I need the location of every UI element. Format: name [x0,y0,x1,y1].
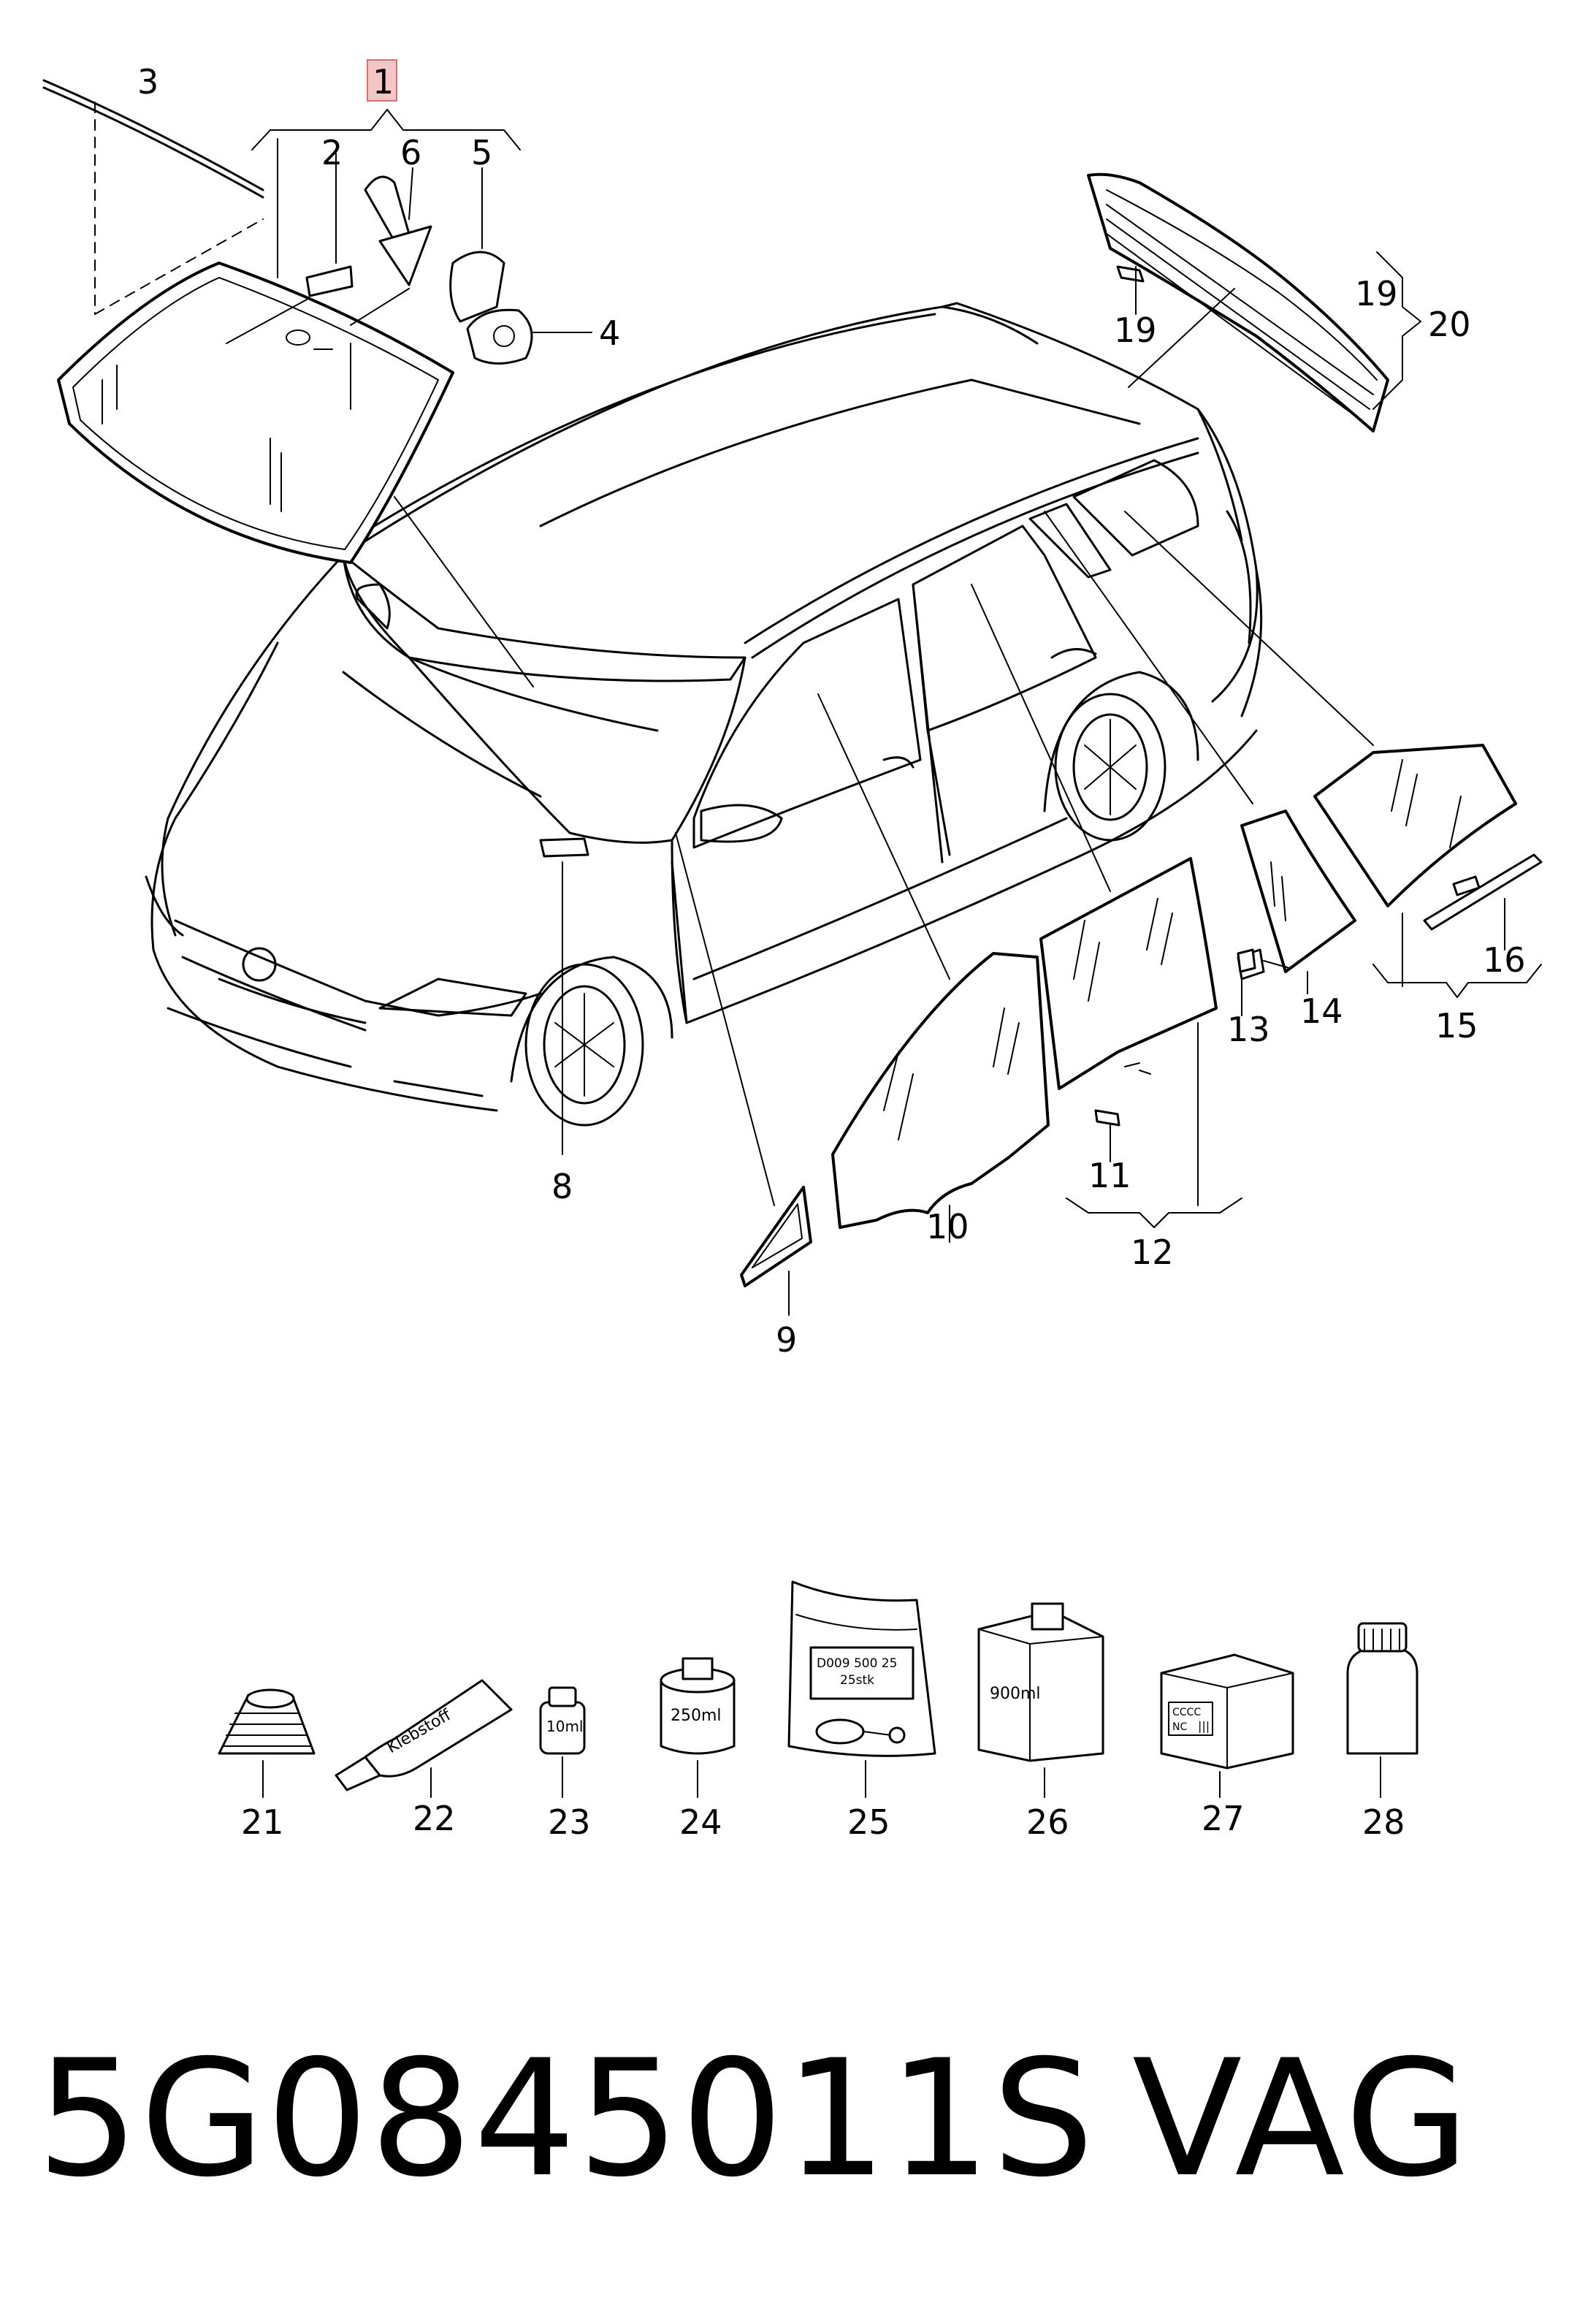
callout-3: 3 [137,62,159,102]
callout-28: 28 [1362,1802,1405,1842]
nozzle-part-21 [218,1688,316,1755]
callout-25: 25 [847,1802,890,1842]
box-27: CCCC NC ||| [1160,1653,1294,1770]
callout-19-bracket: 19 [1355,274,1398,313]
leader-quarter-vent [675,832,775,1206]
leader-rear-door [971,584,1111,892]
part-number: 5G0845011S [37,2025,1096,2212]
front-door-glass [831,952,1050,1229]
rear-quarter-glass [1237,810,1356,980]
callout-13: 13 [1227,1010,1270,1049]
windshield-seal-strip [42,79,264,315]
callout-23: 23 [548,1802,591,1842]
can-label: 250ml [671,1707,722,1725]
rear-side-fixed-glass [1313,744,1543,931]
bottle-label: 10ml [546,1718,584,1735]
leader-lines [788,266,1505,1316]
bracket-19-20 [1372,251,1421,410]
brand-name: VAG [1132,2025,1473,2212]
parts-bag-25: D009 500 25 25stk [787,1580,936,1757]
box-line1: CCCC [1172,1707,1201,1718]
box-line2: NC [1172,1721,1187,1733]
footer: 5G0845011S VAG [37,2031,1570,2206]
adhesive-tube-22: Klebstoff [335,1679,513,1791]
leader-rear-window [1128,288,1235,388]
callout-21: 21 [241,1802,284,1842]
bracket-12 [1066,1197,1242,1228]
callout-9: 9 [776,1320,797,1360]
callout-14: 14 [1300,991,1343,1031]
callout-10: 10 [926,1207,969,1246]
small-bottle-23: 10ml [539,1686,586,1755]
leader-side-fixed [1124,511,1374,746]
callout-6: 6 [400,133,421,172]
leader-front-door [817,693,950,980]
accessory-leaders [262,1756,1381,1798]
callout-5: 5 [471,133,492,172]
clip-part-13 [1237,948,1256,973]
callout-8: 8 [551,1167,573,1206]
callout-12: 12 [1131,1233,1174,1272]
rear-door-glass [1039,857,1218,1090]
callout-15: 15 [1435,1006,1478,1045]
callout-19-small: 19 [1114,311,1157,350]
rear-window [1087,172,1389,433]
callout-4: 4 [599,313,620,353]
leader-windshield [394,496,534,687]
can-24: 250ml [660,1657,736,1755]
callout-1: 1 [373,62,394,102]
callout-1-highlight [367,59,397,102]
leader-quarter-glass [1044,511,1253,804]
callout-numbers: 1 2 3 4 5 6 8 9 10 11 12 13 14 15 16 19 … [137,62,1526,1842]
jar-26: 900ml [977,1602,1104,1762]
callout-20: 20 [1428,305,1471,344]
badge-part-8 [539,837,589,858]
box-line3: ||| [1198,1719,1210,1733]
sensor-parts-cluster [226,138,592,365]
callout-2: 2 [321,133,343,172]
pin-part-11 [1094,1109,1120,1127]
bottle-28 [1346,1622,1419,1755]
bag-line2: 25stk [840,1673,874,1688]
bag-line1: D009 500 25 [817,1656,897,1671]
front-quarter-vent [740,1186,812,1287]
car-body-outline [145,302,1263,1127]
callout-11: 11 [1088,1156,1131,1195]
callout-16: 16 [1483,940,1526,980]
callout-27: 27 [1202,1799,1245,1838]
bracket-15 [1372,964,1542,998]
callout-26: 26 [1026,1802,1069,1842]
callout-24: 24 [679,1802,722,1842]
callout-22: 22 [413,1799,456,1838]
jar-label: 900ml [990,1685,1041,1703]
bracket-1 [251,109,521,151]
windshield [57,262,454,564]
